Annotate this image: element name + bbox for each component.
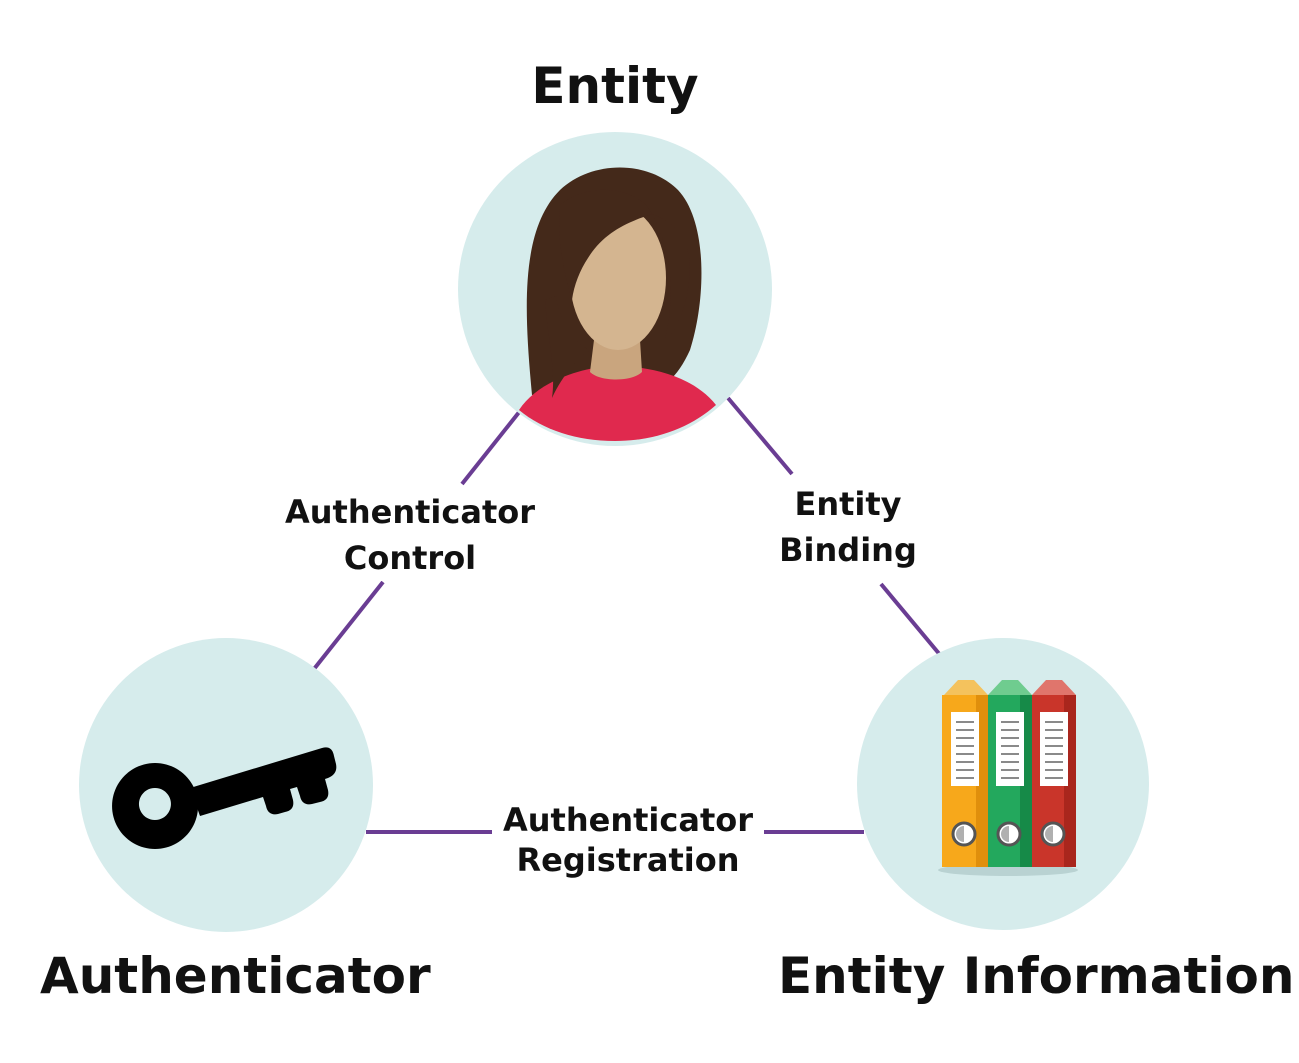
binders-icon	[938, 680, 1078, 876]
entity-information-node	[857, 638, 1149, 930]
entity-binding-line2: Binding	[779, 531, 917, 569]
entity-binding-line1: Entity	[794, 485, 902, 523]
entity-node	[458, 132, 772, 446]
authenticator-title: Authenticator	[40, 947, 431, 1005]
entity-information-title: Entity Information	[778, 947, 1295, 1005]
authenticator-node	[79, 638, 373, 932]
key-icon	[112, 747, 337, 849]
connector-entity-information-bottom	[879, 582, 943, 658]
connector-entity-information-top	[726, 396, 794, 476]
binder-orange	[942, 680, 988, 867]
authenticator-registration-line2: Registration	[516, 841, 740, 879]
person-icon	[519, 167, 716, 441]
authenticator-registration-label: Authenticator Registration	[496, 800, 760, 880]
binder-green	[988, 680, 1032, 867]
connectors	[312, 396, 943, 834]
connector-entity-authenticator-bottom	[312, 580, 385, 671]
authenticator-registration-line1: Authenticator	[503, 801, 753, 839]
connector-entity-authenticator-top	[460, 409, 522, 486]
binder-red	[1032, 680, 1076, 867]
authenticator-control-line1: Authenticator	[285, 493, 535, 531]
entity-binding-label: Entity Binding	[768, 481, 928, 573]
authenticator-control-label: Authenticator Control	[280, 489, 540, 581]
authenticator-control-line2: Control	[343, 539, 477, 577]
entity-title: Entity	[531, 57, 699, 115]
